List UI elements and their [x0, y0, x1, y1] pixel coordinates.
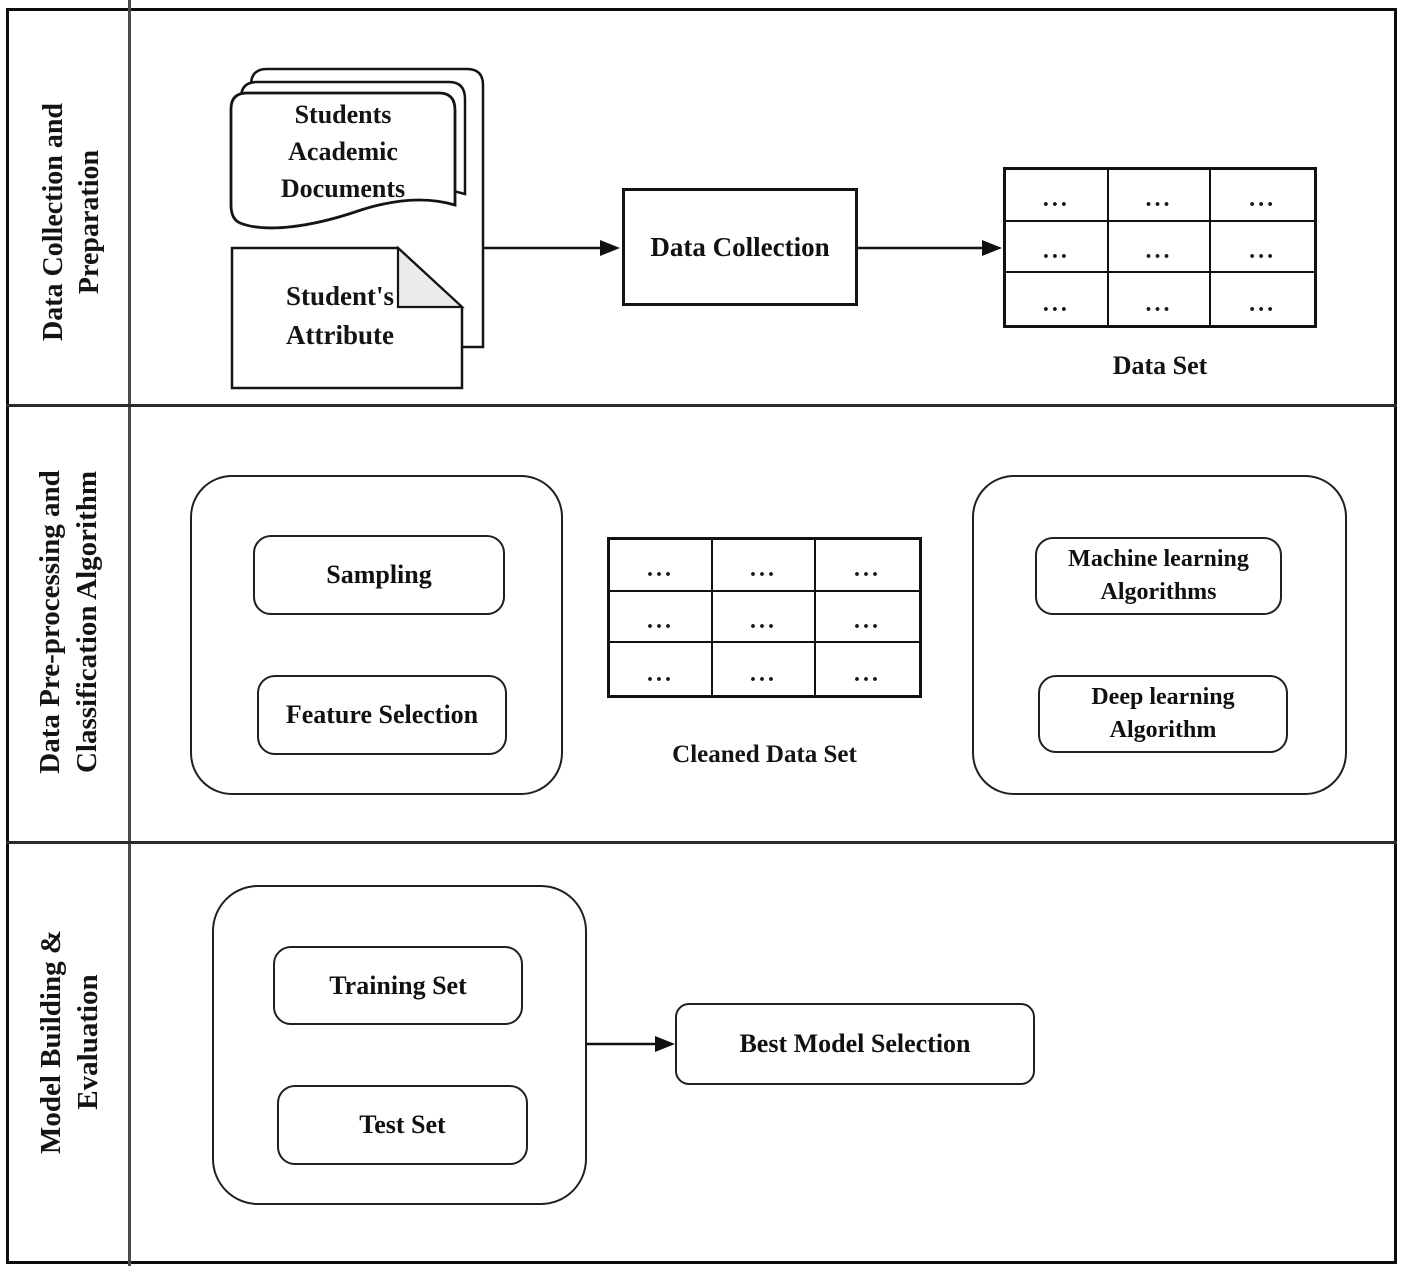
table-cell: ...	[610, 540, 713, 592]
row-divider-2	[6, 841, 1397, 844]
outer-border	[6, 8, 1397, 1264]
ml-box-line: Algorithms	[1100, 579, 1217, 605]
attribute-label-line: Student's	[285, 281, 395, 311]
table-cell: ...	[1108, 170, 1212, 222]
documents-label-line: Academic	[288, 137, 398, 166]
table-cell: ...	[610, 643, 713, 695]
attribute-label-line: Attribute	[286, 320, 394, 350]
arrowhead-icon	[655, 1036, 675, 1052]
feature-selection-box: Feature Selection	[257, 675, 507, 755]
deep-learning-algorithm-box: Deep learning Algorithm	[1038, 675, 1288, 753]
dl-box-line: Algorithm	[1109, 717, 1217, 743]
table-cell: ...	[1006, 273, 1109, 325]
data-collection-box: Data Collection	[622, 188, 858, 306]
ml-box-line: Machine learning	[1068, 546, 1249, 572]
dl-box-line: Deep learning	[1091, 684, 1235, 710]
table-cell: ...	[816, 592, 919, 644]
table-cell: ...	[713, 591, 816, 644]
test-set-box: Test Set	[277, 1085, 528, 1165]
arrowhead-icon	[982, 240, 1002, 256]
machine-learning-algorithms-box: Machine learning Algorithms	[1035, 537, 1282, 615]
stacked-documents-front-page-icon	[229, 91, 457, 230]
cleaned-data-set-table: ...........................	[607, 537, 922, 698]
documents-label-line: Documents	[280, 174, 406, 203]
table-cell: ...	[1108, 221, 1212, 274]
table-cell: ...	[1006, 221, 1109, 274]
table-cell: ...	[1109, 273, 1212, 325]
table-cell: ...	[1006, 170, 1109, 222]
table-cell: ...	[816, 540, 919, 592]
training-set-box: Training Set	[273, 946, 523, 1025]
table-cell: ...	[713, 540, 816, 592]
data-set-table: ...........................	[1003, 167, 1317, 328]
students-attribute-label: Student's Attribute	[232, 277, 448, 355]
attribute-document-fold-icon	[396, 245, 465, 309]
sampling-box: Sampling	[253, 535, 505, 615]
label-column-divider	[128, 0, 131, 1266]
table-cell: ...	[713, 643, 816, 695]
best-model-selection-box: Best Model Selection	[675, 1003, 1035, 1085]
documents-label-line: Students	[294, 100, 392, 129]
table-cell: ...	[1249, 290, 1277, 317]
row-divider-1	[6, 404, 1397, 407]
table-cell: ...	[610, 591, 713, 644]
table-cell: ...	[854, 660, 881, 687]
table-cell: ...	[1211, 222, 1314, 274]
table-cell: ...	[1211, 170, 1314, 222]
students-academic-documents-label: Students Academic Documents	[231, 96, 455, 207]
data-set-caption: Data Set	[1112, 351, 1208, 380]
arrowhead-icon	[600, 240, 620, 256]
cleaned-data-set-caption: Cleaned Data Set	[672, 741, 857, 768]
